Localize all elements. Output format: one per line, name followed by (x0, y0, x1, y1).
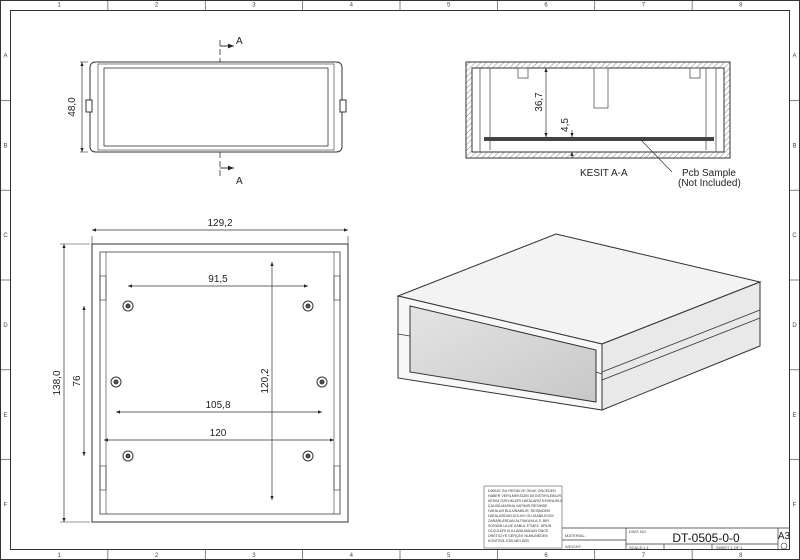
zone-row-label: C (792, 233, 797, 239)
title-block (562, 527, 790, 550)
note-line: HATALAR BULUNABILIR. RESIMDEKI (488, 509, 550, 513)
zone-col-label: 3 (252, 553, 256, 559)
note-line: KESIM ÖZELIKLERI HATALARIZ KESINLIKLE (488, 499, 563, 503)
top-view-height-dim: 48,0 (67, 97, 78, 117)
note-line: ÇALISILMASINA YAPIMIS RESIMDE (488, 504, 548, 508)
hole-height-120-dim: 120,2 (260, 368, 271, 393)
hole-spacing-top-dim: 91,5 (208, 274, 228, 285)
mounting-hole (122, 450, 134, 462)
section-arrow-bottom: A (236, 176, 243, 187)
dwg-no-label: DWG NO. (629, 529, 647, 534)
zone-row-label: D (792, 323, 797, 329)
plan-width-dim: 129,2 (207, 218, 232, 229)
hole-height-76-dim: 76 (72, 375, 83, 387)
zone-col-label: 4 (350, 3, 354, 9)
zone-row-label: E (792, 413, 796, 419)
zone-col-label: 2 (155, 3, 159, 9)
section-caption: KESIT A-A (580, 168, 628, 179)
plan-view (60, 228, 349, 523)
material-label: MATERIAL: (565, 533, 586, 538)
zone-row-label: A (3, 53, 7, 59)
zone-row-label: B (3, 143, 7, 149)
note-line: ZARARLARDAN ALTINKAYA A.S. BIR (488, 519, 549, 523)
section-arrow-top: A (236, 36, 243, 47)
sheet-size: A3 (778, 531, 791, 542)
note-line: HABER VERILMEKSIZIN DEGISTIRILEBILIR. (488, 494, 562, 498)
plan-height-dim: 138,0 (52, 370, 63, 395)
zone-col-label: 1 (58, 553, 62, 559)
zone-col-label: 8 (739, 3, 743, 9)
mounting-hole (302, 300, 314, 312)
sheet-label: SHEET 1 OF 1 (716, 545, 743, 550)
mounting-hole (316, 376, 328, 388)
weight-label: WEIGHT: (565, 544, 582, 549)
zone-row-label: F (793, 503, 797, 509)
zone-row-label: E (3, 413, 7, 419)
zone-col-label: 5 (447, 553, 451, 559)
zone-col-label: 7 (642, 553, 646, 559)
zone-col-label: 6 (544, 3, 548, 9)
section-height-dim: 36,7 (534, 92, 545, 112)
zone-row-label: B (792, 143, 796, 149)
zone-col-label: 8 (739, 553, 743, 559)
hole-spacing-bottom-dim: 120 (210, 428, 227, 439)
zone-row-label: A (792, 53, 796, 59)
note-line: KONTROL EDILMELIDIR. (488, 539, 530, 543)
note-line: DIKKAT: BU RESIM VE OKUK ÖNCEDEN (488, 489, 556, 493)
section-view (465, 61, 731, 173)
pcb-label-line2: (Not Included) (678, 178, 741, 189)
note-line: SORUMLULUK KABUL ETMEZ. ÜRÜN (488, 524, 552, 528)
note-line: HATALARDAN DOLAYI OLUSABILECEK (488, 514, 555, 518)
isometric-view (396, 233, 762, 411)
zone-col-label: 4 (350, 553, 354, 559)
note-line: ÖLÇÜLERI KULLANILMADAN ÖNCE (488, 529, 549, 533)
top-view (80, 40, 347, 176)
section-pcb-dim: 4,5 (560, 118, 571, 132)
zone-col-label: 1 (58, 3, 62, 9)
zone-col-label: 2 (155, 553, 159, 559)
scale-label: SCALE:1:1 (629, 545, 650, 550)
zone-col-label: 3 (252, 3, 256, 9)
zone-col-label: 7 (642, 3, 646, 9)
zone-row-label: C (3, 233, 8, 239)
mounting-hole (302, 450, 314, 462)
pcb-label-line1: Pcb Sample (682, 168, 736, 179)
mounting-hole (110, 376, 122, 388)
note-line: ÜRETICIYE GERÇEK NUMUNEDEN (488, 534, 548, 538)
zone-row-label: F (4, 503, 8, 509)
zone-col-label: 5 (447, 3, 451, 9)
zone-col-label: 6 (544, 553, 548, 559)
mounting-hole (122, 300, 134, 312)
hole-spacing-mid-dim: 105,8 (205, 400, 230, 411)
zone-row-label: D (3, 323, 8, 329)
dwg-number: DT-0505-0-0 (672, 531, 740, 545)
